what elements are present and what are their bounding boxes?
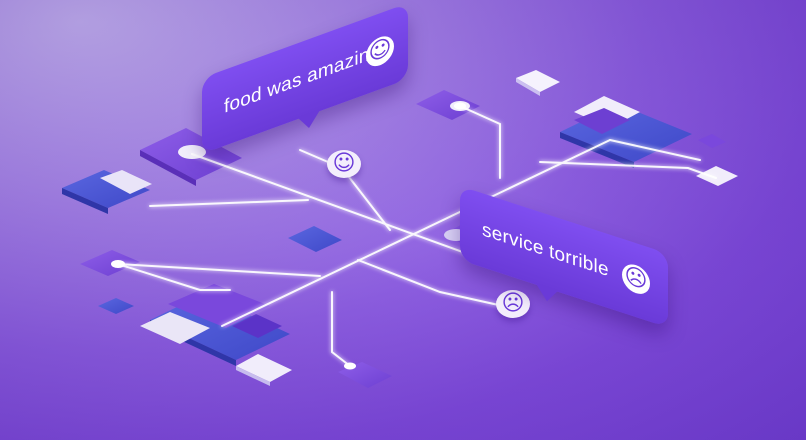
tile-top-right-stack [560, 96, 692, 168]
smiley-face-icon: ☺ [366, 32, 394, 71]
frowning-face-icon: ☹ [496, 290, 530, 318]
tile-bottom-left-stack [140, 284, 290, 366]
tile-left-blue [62, 170, 152, 214]
tile-left-small [80, 250, 140, 314]
frowning-face-icon: ☹ [622, 260, 650, 298]
tile-top-white [516, 70, 560, 96]
smiley-face-icon: ☺ [327, 150, 361, 178]
tile-right-small [696, 134, 738, 186]
negative-review-text: service torrible [482, 219, 609, 282]
node-dots [111, 102, 466, 370]
tile-bottom-white [236, 354, 292, 386]
floating-tiles [62, 70, 738, 388]
tile-top-middle [416, 90, 480, 120]
